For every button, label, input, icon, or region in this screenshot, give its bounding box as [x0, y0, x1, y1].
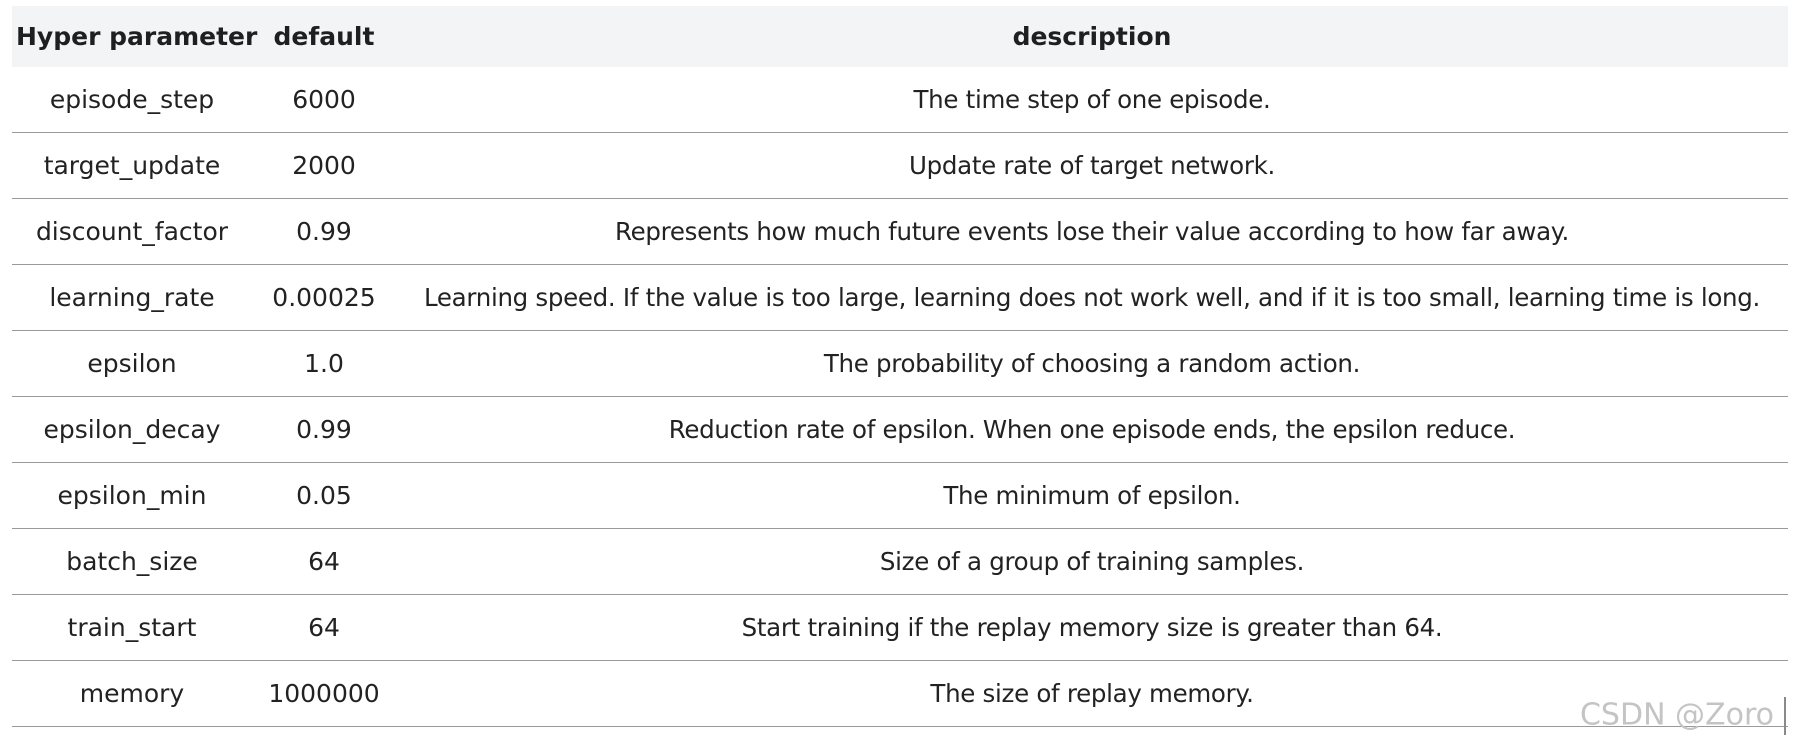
default-cell: 64 [252, 594, 396, 661]
default-cell: 0.99 [252, 198, 396, 265]
watermark-divider [1784, 697, 1786, 735]
default-cell: 1.0 [252, 330, 396, 397]
header-description: description [1012, 22, 1172, 51]
param-cell: target_update [12, 132, 252, 199]
param-cell: memory [12, 660, 252, 727]
table-row: epsilon 1.0 The probability of choosing … [12, 330, 1788, 397]
table-row: episode_step 6000 The time step of one e… [12, 67, 1788, 133]
description-cell: Reduction rate of epsilon. When one epis… [396, 396, 1788, 463]
header-hyper-parameter: Hyper parameter [16, 22, 258, 51]
param-cell: epsilon [12, 330, 252, 397]
default-cell: 2000 [252, 132, 396, 199]
description-cell: Learning speed. If the value is too larg… [396, 264, 1788, 331]
csdn-watermark: CSDN @Zoro [1580, 697, 1786, 735]
description-cell: Update rate of target network. [396, 132, 1788, 199]
header-row: Hyper parameter default description [12, 6, 1788, 67]
description-cell: The time step of one episode. [396, 67, 1788, 133]
table-header: Hyper parameter default description [12, 6, 1788, 67]
table-row: learning_rate 0.00025 Learning speed. If… [12, 264, 1788, 331]
param-cell: episode_step [12, 67, 252, 133]
default-cell: 64 [252, 528, 396, 595]
table-row: epsilon_min 0.05 The minimum of epsilon. [12, 462, 1788, 529]
default-cell: 0.00025 [252, 264, 396, 331]
description-cell: Start training if the replay memory size… [396, 594, 1788, 661]
table-row: train_start 64 Start training if the rep… [12, 594, 1788, 661]
default-cell: 1000000 [252, 660, 396, 727]
table-row: batch_size 64 Size of a group of trainin… [12, 528, 1788, 595]
default-cell: 0.99 [252, 396, 396, 463]
table-body: episode_step 6000 The time step of one e… [12, 67, 1788, 727]
watermark-text: CSDN @Zoro [1579, 697, 1774, 733]
default-cell: 6000 [252, 67, 396, 133]
param-cell: batch_size [12, 528, 252, 595]
description-cell: Size of a group of training samples. [396, 528, 1788, 595]
description-cell: The minimum of epsilon. [396, 462, 1788, 529]
param-cell: learning_rate [12, 264, 252, 331]
param-cell: epsilon_min [12, 462, 252, 529]
description-cell: Represents how much future events lose t… [396, 198, 1788, 265]
table-row: memory 1000000 The size of replay memory… [12, 660, 1788, 727]
description-cell: The probability of choosing a random act… [396, 330, 1788, 397]
default-cell: 0.05 [252, 462, 396, 529]
header-default: default [273, 22, 375, 51]
table-row: epsilon_decay 0.99 Reduction rate of eps… [12, 396, 1788, 463]
hyperparameter-table: Hyper parameter default description epis… [12, 6, 1788, 727]
param-cell: train_start [12, 594, 252, 661]
description-cell: The size of replay memory. [396, 660, 1788, 727]
param-cell: discount_factor [12, 198, 252, 265]
table-row: discount_factor 0.99 Represents how much… [12, 198, 1788, 265]
param-cell: epsilon_decay [12, 396, 252, 463]
table-row: target_update 2000 Update rate of target… [12, 132, 1788, 199]
